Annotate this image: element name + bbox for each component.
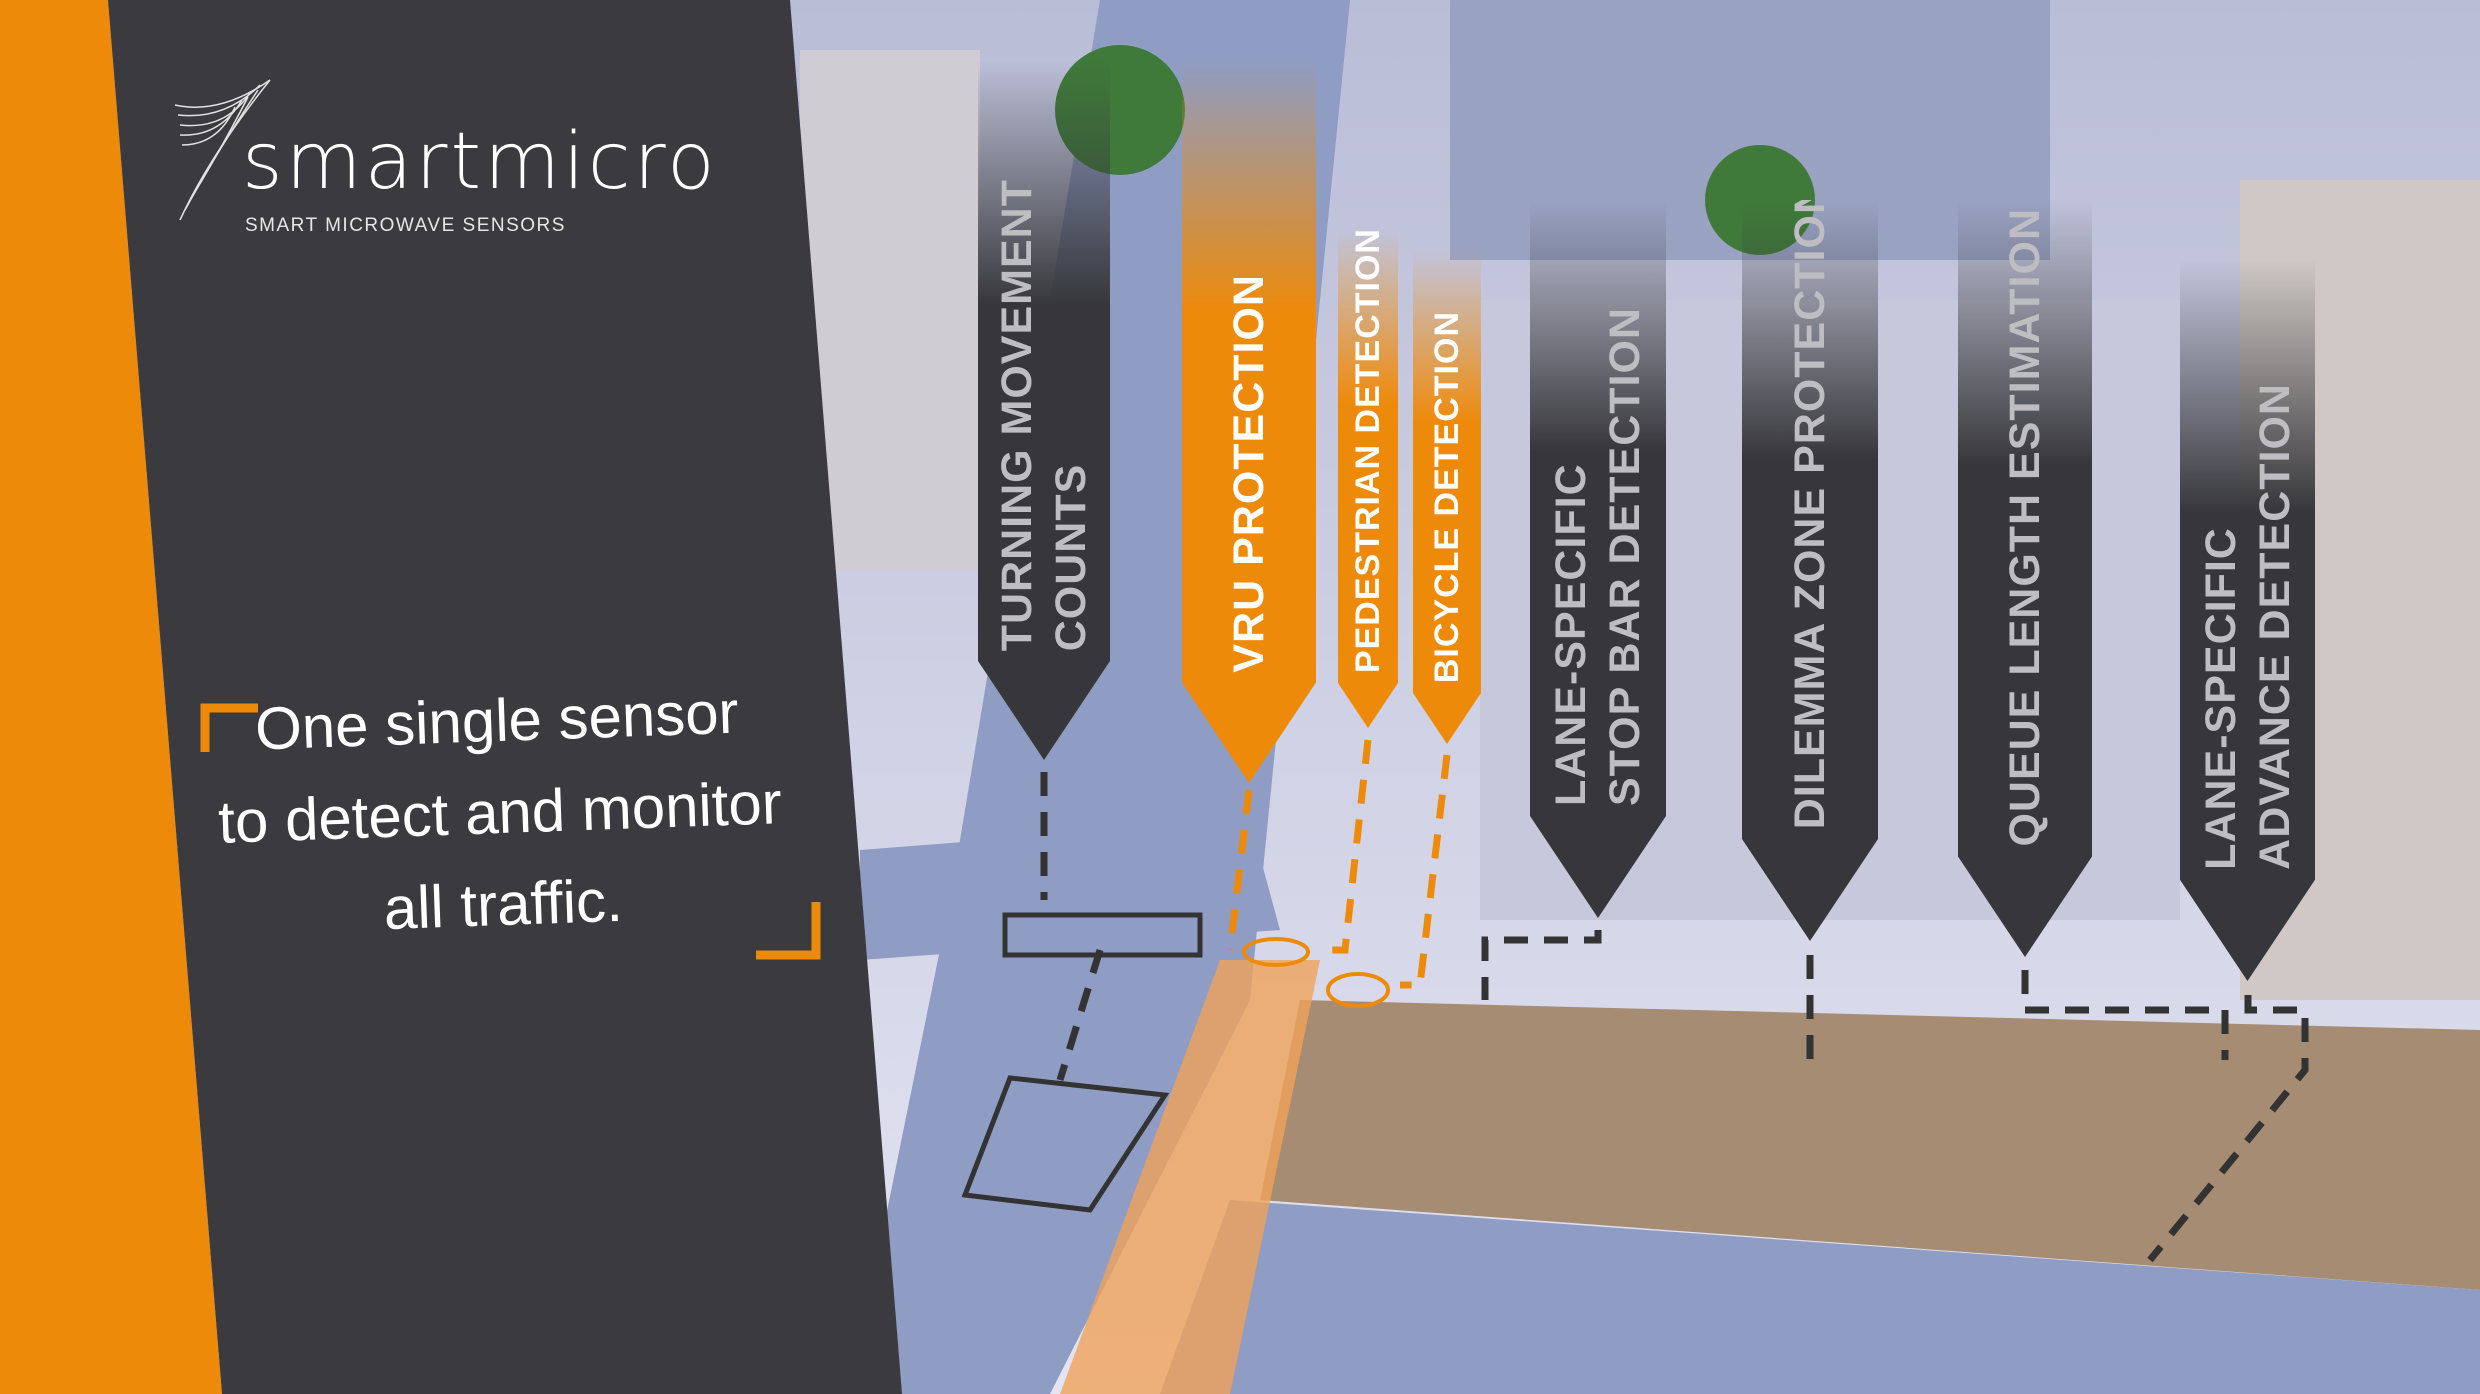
brand-name: smartmicro — [242, 117, 718, 207]
bicycle-marker — [1326, 972, 1390, 1008]
building — [800, 50, 980, 570]
banner-advance-detection: LANE-SPECIFIC ADVANCE DETECTION — [2180, 260, 2315, 981]
banner-queue-length-estimation: QUEUE LENGTH ESTIMATION — [1958, 200, 2092, 957]
banner-label: PEDESTRIAN DETECTION — [1349, 227, 1387, 673]
banner-label: DILEMMA ZONE PROTECTION — [1786, 181, 1834, 829]
banner-dilemma-zone-protection: DILEMMA ZONE PROTECTION — [1742, 200, 1878, 941]
queue-lanes — [1260, 1000, 2480, 1290]
banner-label: LANE-SPECIFIC STOP BAR DETECTION — [1547, 306, 1649, 806]
brand-tagline: SMART MICROWAVE SENSORS — [245, 215, 566, 236]
vru-crosswalk — [1060, 960, 1320, 1394]
banner-label: QUEUE LENGTH ESTIMATION — [2001, 207, 2049, 847]
orange-strip — [0, 0, 222, 1394]
banner-pedestrian-detection: PEDESTRIAN DETECTION — [1338, 230, 1398, 728]
banner-vru-protection: VRU PROTECTION — [1182, 60, 1316, 783]
banner-stop-bar-detection: LANE-SPECIFIC STOP BAR DETECTION — [1530, 200, 1666, 918]
stop-bar-zone — [1002, 912, 1203, 958]
road — [860, 820, 1280, 960]
banner-label: VRU PROTECTION — [1225, 273, 1273, 673]
pedestrian-marker — [1242, 937, 1310, 967]
logo: smartmicro SMART MICROWAVE SENSORS — [170, 75, 730, 245]
banner-label: BICYCLE DETECTION — [1428, 310, 1466, 683]
road — [1160, 1200, 2480, 1394]
headline: One single sensor to detect and monitor … — [185, 664, 814, 961]
turning-zone — [961, 1075, 1170, 1213]
bracket-bottom-right — [756, 902, 821, 960]
bracket-top-left — [200, 703, 258, 752]
dark-panel — [108, 0, 902, 1394]
banner-bicycle-detection: BICYCLE DETECTION — [1413, 250, 1481, 744]
banner-label: LANE-SPECIFIC ADVANCE DETECTION — [2196, 382, 2299, 870]
banner-turning-movement-counts: TURNING MOVEMENT COUNTS — [978, 60, 1110, 760]
banner-label: TURNING MOVEMENT COUNTS — [993, 178, 1095, 651]
radar-wave-icon — [174, 79, 271, 221]
